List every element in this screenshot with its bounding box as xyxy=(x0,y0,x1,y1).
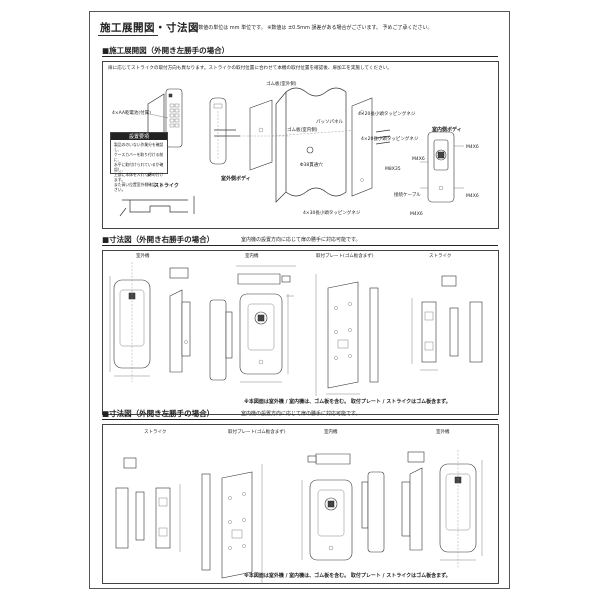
section-title-right-hand: ■寸法図（外開き右勝手の場合） xyxy=(102,235,215,244)
section-divider xyxy=(102,245,498,246)
installation-drawing xyxy=(119,87,464,217)
label-outdoor-unit: 室外機 xyxy=(136,254,150,259)
label-hole: Φ38貫通穴 xyxy=(300,163,323,168)
label-mounting-plate-left: 取付プレート(ゴム板含まず) xyxy=(228,430,286,435)
label-packing: パッソパネル xyxy=(316,120,343,125)
label-cable: 接続ケーブル xyxy=(394,193,421,198)
right-hand-subnote: 室内機の設置方向に応じて扉の勝手に対応可能です。 xyxy=(241,237,361,243)
right-hand-footnote: ※本図面は室外機 / 室内機は、ゴム板を含む。 取付プレート / ストライクはゴ… xyxy=(244,399,451,405)
label-bolt: M8X35 xyxy=(385,167,401,172)
label-strike-unit: ストライク xyxy=(429,254,452,259)
left-hand-subnote: 室内機の設置方向に応じて扉の勝手に対応可能です。 xyxy=(241,411,361,417)
page-title: 施工展開図・寸法図 xyxy=(100,22,199,34)
label-strike-unit-left: ストライク xyxy=(144,430,167,435)
label-screw-top: 4×20長小頭タッピングネジ xyxy=(358,112,416,117)
label-outdoor-body: 室外側ボディ xyxy=(221,176,251,182)
label-outdoor-plate: ゴム板(室外側) xyxy=(266,82,297,87)
section-divider xyxy=(102,419,498,420)
label-m4x6-d: M4X6 xyxy=(410,212,423,217)
title-underline xyxy=(98,35,158,36)
label-outdoor-unit-left: 室外機 xyxy=(436,430,450,435)
section-title-installation: ■施工展開図（外開き左勝手の場合） xyxy=(102,46,230,55)
installation-intro: 扉に応じてストライクの取付方向も異なります。ストライクの取付位置に合わせて本機の… xyxy=(108,66,392,71)
label-m4x6-c: M4X6 xyxy=(466,194,479,199)
label-indoor-unit-left: 室内機 xyxy=(324,430,338,435)
label-indoor-unit: 室内機 xyxy=(245,254,259,259)
spec-sheet: 施工展開図・寸法図 ※数値の単位は mm 単位です。 ※数値は ±0.5mm 誤… xyxy=(89,11,510,589)
left-hand-footnote: ※本図面は室外機 / 室内機は、ゴム板を含む。 取付プレート / ストライクはゴ… xyxy=(244,573,451,579)
label-battery: 4×AA乾電池(付属) xyxy=(112,111,151,116)
label-rubber-indoor: ゴム板(室内側) xyxy=(287,128,318,133)
dimension-drawing-left xyxy=(115,450,483,584)
section-divider xyxy=(102,56,498,57)
dimension-drawing-right xyxy=(109,262,483,396)
warning-text: 製品ののいない作業分を確認し、 ケースカバーを取り付ける前に、 水平に取付けられ… xyxy=(114,142,164,192)
label-mounting-plate: 取付プレート(ゴム板含まず) xyxy=(316,254,374,259)
warning-title: 設置要項 xyxy=(111,133,167,140)
label-indoor-body: 室内側ボディ xyxy=(432,127,462,133)
label-strike: ストライク xyxy=(154,183,179,189)
warning-box: 設置要項 製品ののいない作業分を確認し、 ケースカバーを取り付ける前に、 水平に… xyxy=(110,132,168,192)
label-m4x6-a: M4X6 xyxy=(412,157,425,162)
label-screw-bottom: 4×30長小頭タッピングネジ xyxy=(303,211,361,216)
unit-note: ※数値の単位は mm 単位です。 ※数値は ±0.5mm 誤差がある場合がござい… xyxy=(194,25,433,31)
label-screw-mid: 4×20長小頭タッピングネジ xyxy=(361,137,419,142)
label-m4x6-b: M4X6 xyxy=(466,145,479,150)
section-title-left-hand: ■寸法図（外開き左勝手の場合） xyxy=(102,409,215,418)
